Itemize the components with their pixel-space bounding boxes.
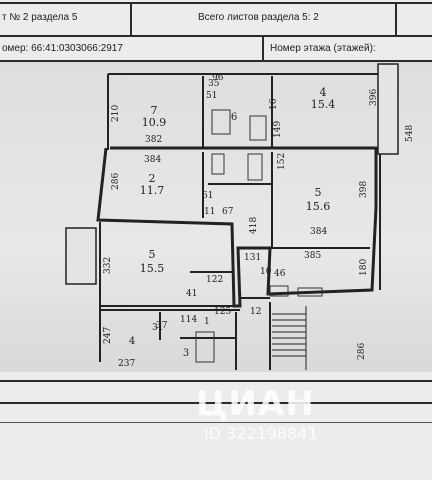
dimension-label: 16 [269, 98, 279, 110]
room-7-area: 10.9 [142, 116, 167, 129]
cadastral-number: омер: 66:41:0303066:2917 [2, 43, 123, 54]
dimension-label: 10 [260, 267, 272, 277]
dimension-label: 122 [206, 275, 223, 285]
dimension-label: 385 [304, 251, 321, 261]
room-4-area: 15.4 [311, 98, 336, 111]
room-5b-number: 5 [149, 248, 156, 261]
dimension-label: 286 [111, 173, 121, 190]
rule [0, 35, 432, 37]
rule [0, 60, 432, 62]
dimension-label: 131 [244, 253, 261, 263]
dimension-label: 396 [369, 89, 379, 106]
room-4-number: 4 [320, 86, 327, 99]
dimension-label: 286 [357, 343, 367, 360]
room-2-area: 11.7 [140, 184, 165, 197]
dimension-label: 398 [359, 181, 369, 198]
rule [0, 402, 432, 404]
floor-number-label: Номер этажа (этажей): [270, 43, 376, 54]
dimension-label: 114 [180, 315, 197, 325]
rule [395, 2, 397, 36]
dimension-label: 46 [274, 269, 286, 279]
header-table: т № 2 раздела 5 Всего листов раздела 5: … [0, 0, 432, 62]
dimension-label: 152 [277, 153, 287, 170]
dimension-label: 1 [204, 317, 210, 327]
dimension-label: 384 [144, 155, 161, 165]
floor-plan: 7 10.9 4 15.4 2 11.7 5 15.6 5 15.5 6 4 3… [0, 62, 432, 372]
document-footer [0, 372, 432, 480]
dimension-label: 125 [214, 307, 231, 317]
rule [262, 36, 264, 61]
sheet-label: т № 2 раздела 5 [2, 12, 78, 23]
dimension-label: 418 [249, 217, 259, 234]
room-4b-number: 4 [129, 336, 135, 347]
watermark-logo: ЦИАН [196, 384, 315, 424]
dimension-label: 96 [212, 73, 224, 83]
dimension-label: 382 [145, 135, 162, 145]
dimension-label: 180 [359, 259, 369, 276]
dimension-label: 210 [111, 105, 121, 122]
dimension-label: 37 [156, 321, 168, 331]
dimension-label: 548 [405, 125, 415, 142]
rule [0, 380, 432, 382]
room-5b-area: 15.5 [140, 262, 165, 275]
dimension-label: 61 [202, 191, 213, 201]
rule [0, 2, 432, 4]
room-6-number: 6 [231, 112, 237, 123]
room-2-number: 2 [149, 172, 156, 185]
dimension-label: 247 [103, 327, 113, 344]
rule [0, 422, 432, 423]
dimension-label: 35 [208, 79, 220, 89]
dimension-label: 41 [186, 289, 197, 299]
room-3-number: 3 [183, 348, 189, 359]
dimension-label: 11 [204, 207, 215, 217]
dimension-label: 332 [103, 257, 113, 274]
dimension-label: 31 [152, 323, 163, 333]
dimension-label: 51 [206, 91, 217, 101]
room-5a-number: 5 [315, 186, 322, 199]
dimension-label: 384 [310, 227, 327, 237]
room-7-number: 7 [151, 104, 158, 117]
dimension-label: 149 [273, 121, 283, 138]
rule [130, 2, 132, 36]
dimension-label: 237 [118, 359, 135, 369]
dimension-label: 67 [222, 207, 234, 217]
room-5a-area: 15.6 [306, 200, 331, 213]
total-sheets-label: Всего листов раздела 5: 2 [198, 12, 319, 23]
dimension-label: 12 [250, 307, 261, 317]
floor-plan-drawing: 7 10.9 4 15.4 2 11.7 5 15.6 5 15.5 6 4 3… [65, 63, 415, 370]
watermark-id: ID 322198841 [204, 424, 318, 443]
